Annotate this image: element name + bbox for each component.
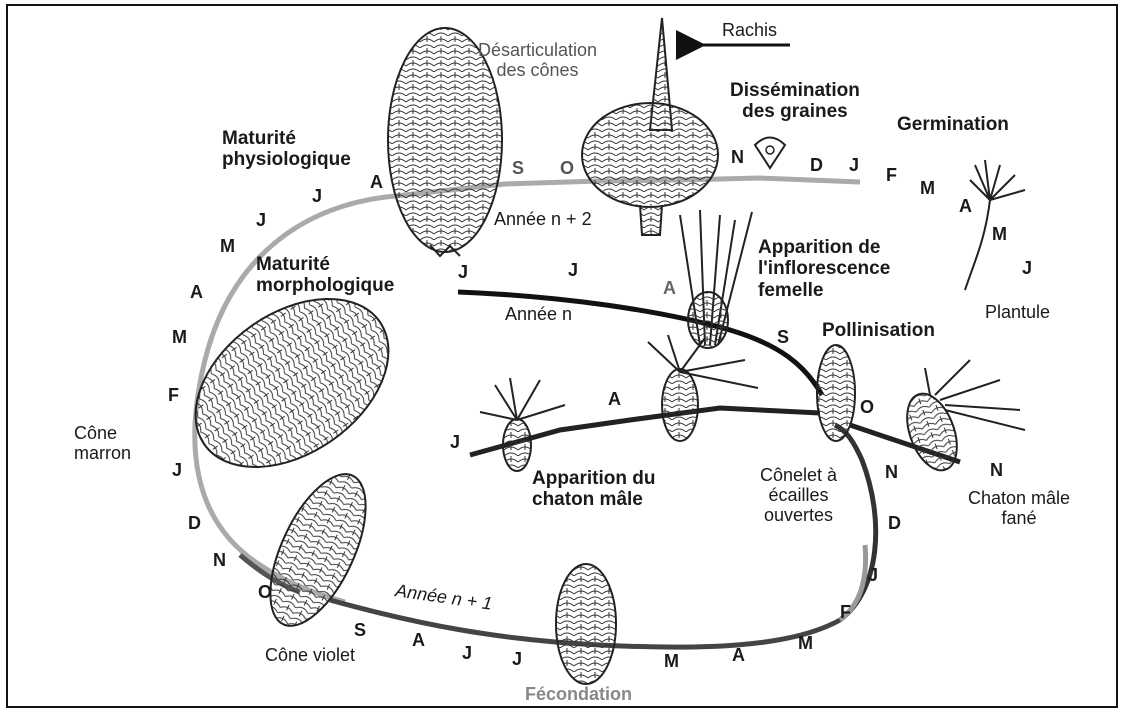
month-label: D xyxy=(888,513,901,534)
chaton-fane-label: Chaton mâle fané xyxy=(968,488,1070,528)
conelet-open-scales xyxy=(817,345,855,441)
month-label: M xyxy=(220,236,235,257)
plantule-label: Plantule xyxy=(985,302,1050,322)
germination-label: Germination xyxy=(897,114,1009,135)
month-label: N xyxy=(885,462,898,483)
month-label: F xyxy=(886,165,897,186)
month-label: S xyxy=(777,327,789,348)
violet-cone xyxy=(251,460,386,639)
month-label: M xyxy=(172,327,187,348)
annee-n2-label: Année n + 2 xyxy=(494,209,592,229)
annee-n-label: Année n xyxy=(505,304,572,324)
month-label: J xyxy=(568,260,578,281)
maturite-morpho-label: Maturité morphologique xyxy=(256,254,394,297)
month-label: N xyxy=(990,460,1003,481)
month-label: A xyxy=(190,282,203,303)
male-catkin-faded xyxy=(898,360,1025,477)
cone-violet-label: Cône violet xyxy=(265,645,355,665)
month-label: A xyxy=(959,196,972,217)
month-label: A xyxy=(732,645,745,666)
month-label: F xyxy=(168,385,179,406)
male-catkin-medium xyxy=(648,335,758,441)
dissemination-label: Dissémination des graines xyxy=(730,80,860,123)
desarticulation-label: Désarticulation des cônes xyxy=(478,40,597,80)
right-lower-arc xyxy=(835,425,876,620)
month-label: O xyxy=(860,397,874,418)
conelet-label: Cônelet à écailles ouvertes xyxy=(760,465,837,525)
month-label: O xyxy=(560,158,574,179)
month-label: J xyxy=(450,432,460,453)
fecondation-label: Fécondation xyxy=(525,684,632,704)
apparition-chaton-label: Apparition du chaton mâle xyxy=(532,468,655,511)
month-label: J xyxy=(458,262,468,283)
apparition-inflo-label: Apparition de l'inflorescence femelle xyxy=(758,237,890,301)
maturite-physio-label: Maturité physiologique xyxy=(222,128,351,171)
month-label: M xyxy=(992,224,1007,245)
month-label: J xyxy=(512,649,522,670)
month-label: N xyxy=(213,550,226,571)
month-label: M xyxy=(920,178,935,199)
disarticulated-cone xyxy=(582,18,718,235)
month-label: N xyxy=(731,147,744,168)
month-label: J xyxy=(1022,258,1032,279)
month-label: J xyxy=(312,186,322,207)
month-label: D xyxy=(810,155,823,176)
month-label: D xyxy=(188,513,201,534)
female-inflorescence xyxy=(680,210,752,348)
month-label: M xyxy=(664,651,679,672)
fertilization-cone xyxy=(556,564,616,684)
month-label: J xyxy=(849,155,859,176)
male-catkin-small xyxy=(480,378,565,471)
seed-icon xyxy=(755,138,785,169)
month-label: S xyxy=(512,158,524,179)
month-label: J xyxy=(462,643,472,664)
pollinisation-label: Pollinisation xyxy=(822,320,935,341)
month-label: A xyxy=(663,278,676,299)
month-label: J xyxy=(868,565,878,586)
month-label: O xyxy=(258,582,272,603)
month-label: A xyxy=(412,630,425,651)
month-label: J xyxy=(172,460,182,481)
month-label: A xyxy=(608,389,621,410)
month-label: M xyxy=(798,633,813,654)
month-label: S xyxy=(354,620,366,641)
month-label: J xyxy=(256,210,266,231)
month-label: A xyxy=(370,172,383,193)
rachis-label: Rachis xyxy=(722,20,777,40)
month-label: F xyxy=(840,602,851,623)
cone-marron-label: Cône marron xyxy=(74,423,131,463)
